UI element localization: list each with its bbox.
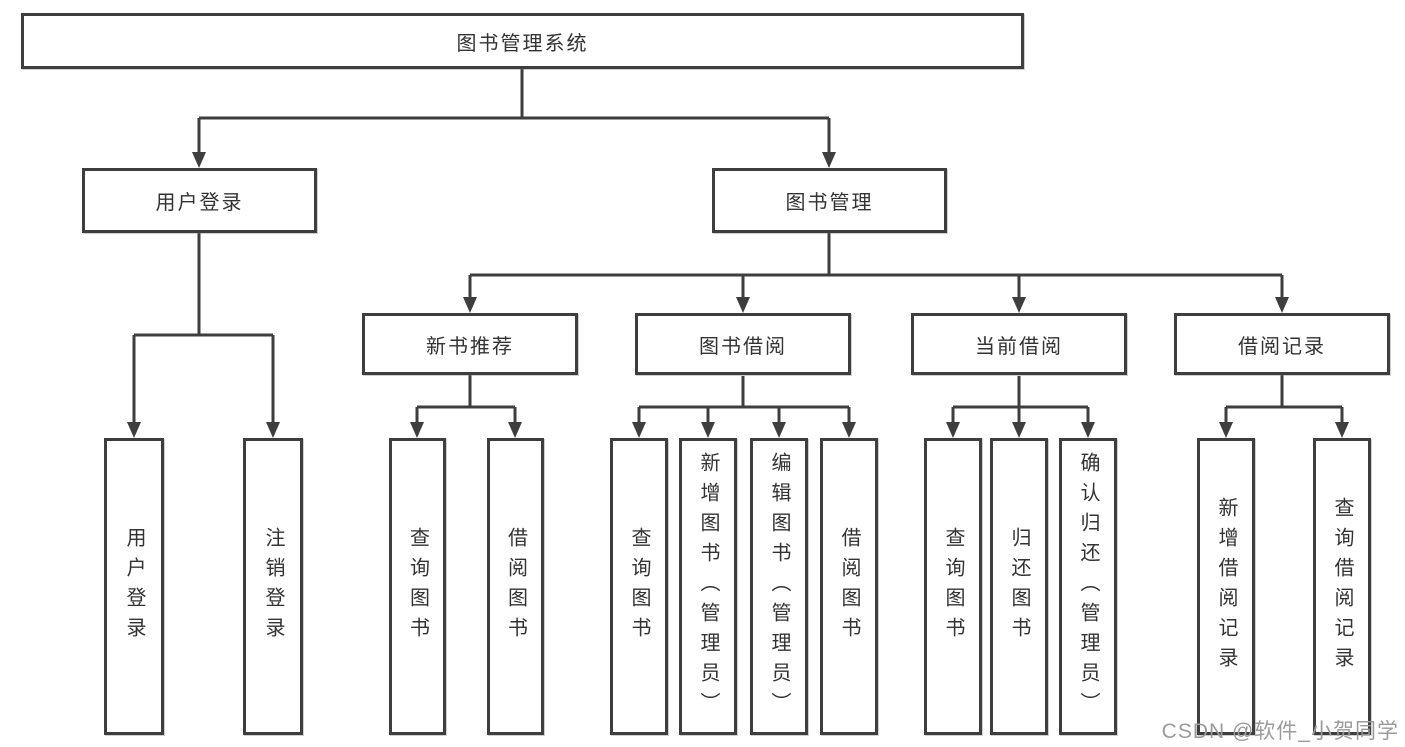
- node-current-borrow: 当前借阅: [911, 313, 1127, 375]
- node-root-label: 图书管理系统: [456, 32, 589, 55]
- leaf-borrow-books-recommend-label: 借阅图书: [504, 526, 527, 647]
- node-book-management: 图书管理: [712, 168, 947, 233]
- leaf-borrow-books-borrow: 借阅图书: [820, 438, 878, 735]
- leaf-borrow-books-recommend: 借阅图书: [487, 438, 544, 735]
- node-new-book-recommend: 新书推荐: [362, 313, 578, 375]
- node-new-book-recommend-label: 新书推荐: [426, 335, 514, 358]
- node-borrow-records-label: 借阅记录: [1238, 335, 1326, 358]
- arrowheads: [127, 152, 1349, 438]
- leaf-borrow-books-borrow-label: 借阅图书: [838, 526, 860, 647]
- node-user-login: 用户登录: [82, 168, 317, 233]
- leaf-add-borrow-record-label: 新增借阅记录: [1215, 496, 1237, 677]
- node-book-borrow: 图书借阅: [635, 313, 851, 375]
- node-borrow-records: 借阅记录: [1174, 313, 1390, 375]
- leaf-add-borrow-record: 新增借阅记录: [1197, 438, 1255, 735]
- node-user-login-label: 用户登录: [155, 192, 244, 214]
- leaf-query-borrow-record: 查询借阅记录: [1313, 438, 1371, 735]
- leaf-query-borrow-record-label: 查询借阅记录: [1331, 496, 1353, 677]
- node-book-borrow-label: 图书借阅: [699, 335, 787, 358]
- leaf-query-books-recommend: 查询图书: [389, 438, 446, 735]
- leaf-confirm-return-admin: 确认归还（管理员）: [1059, 438, 1117, 735]
- leaf-query-books-borrow-label: 查询图书: [628, 526, 650, 647]
- leaf-edit-book-admin: 编辑图书（管理员）: [750, 438, 808, 735]
- leaf-query-books-current: 查询图书: [924, 438, 982, 735]
- leaf-user-login-label: 用户登录: [123, 526, 145, 647]
- leaf-user-login: 用户登录: [104, 438, 164, 735]
- leaf-query-books-current-label: 查询图书: [942, 526, 964, 647]
- leaf-add-book-admin-label: 新增图书（管理员）: [697, 451, 719, 722]
- leaf-query-books-borrow: 查询图书: [610, 438, 668, 735]
- csdn-watermark: CSDN @软件_小贺同学: [1161, 720, 1399, 743]
- leaf-add-book-admin: 新增图书（管理员）: [679, 438, 737, 735]
- node-book-management-label: 图书管理: [785, 192, 874, 214]
- node-root: 图书管理系统: [21, 13, 1024, 69]
- leaf-query-books-recommend-label: 查询图书: [406, 526, 429, 647]
- leaf-return-book-label: 归还图书: [1008, 526, 1030, 647]
- node-current-borrow-label: 当前借阅: [975, 335, 1063, 358]
- leaf-edit-book-admin-label: 编辑图书（管理员）: [768, 451, 790, 722]
- leaf-logout-label: 注销登录: [262, 526, 284, 647]
- leaf-logout: 注销登录: [243, 438, 303, 735]
- leaf-confirm-return-admin-label: 确认归还（管理员）: [1077, 451, 1099, 722]
- leaf-return-book: 归还图书: [990, 438, 1048, 735]
